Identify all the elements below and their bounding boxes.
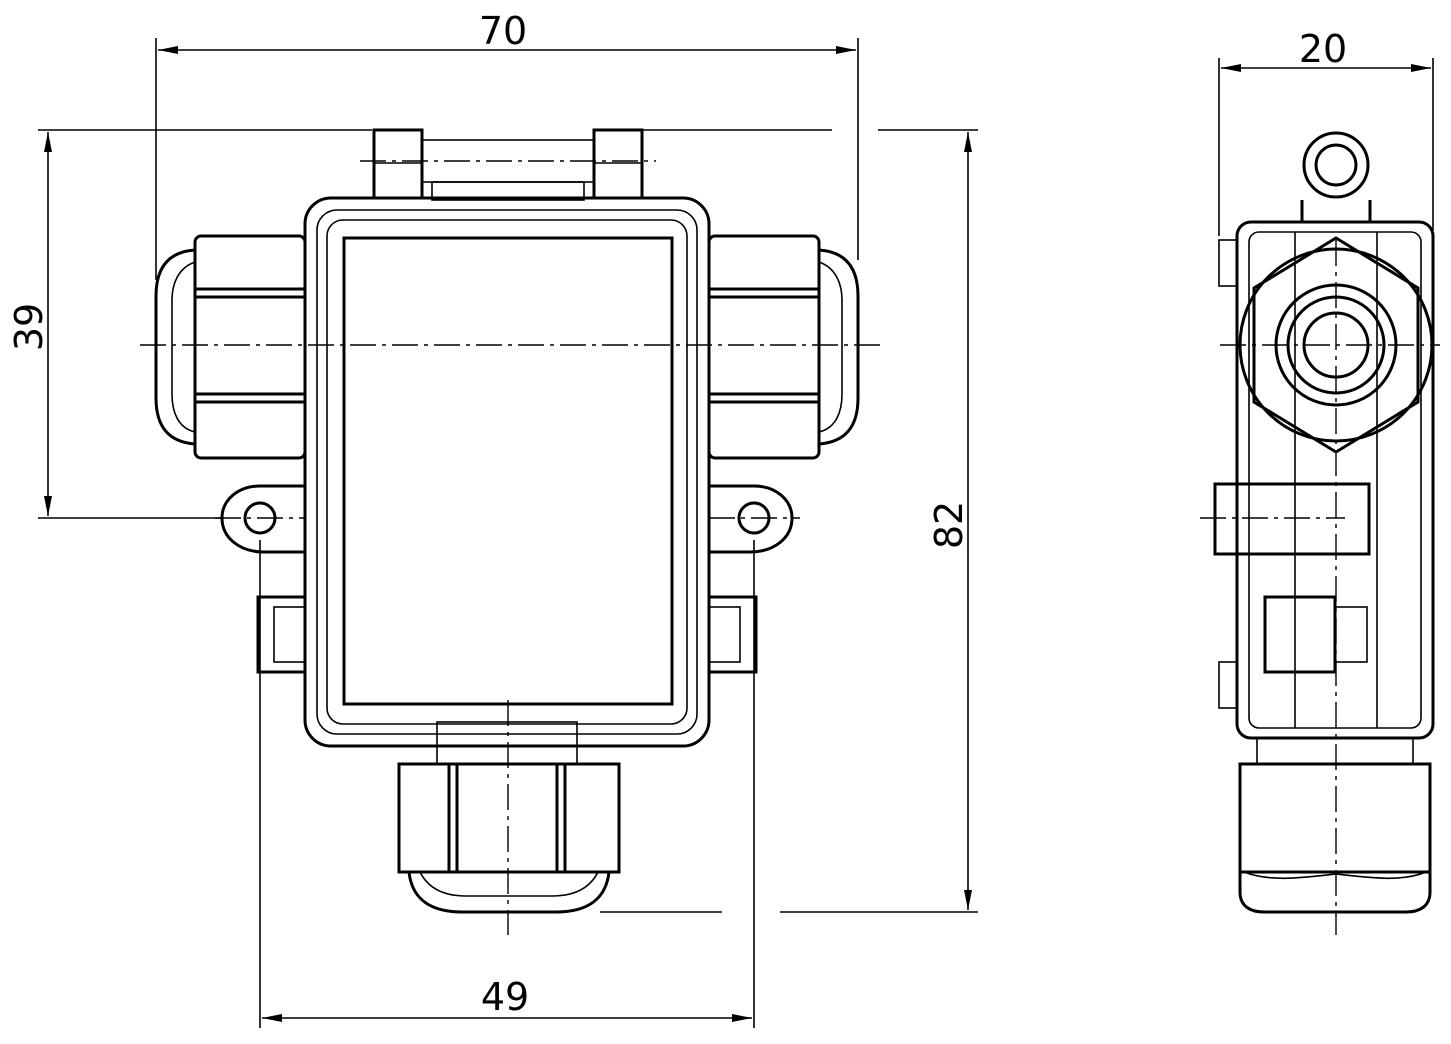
dimension-width-overall: 70: [155, 9, 859, 280]
mounting-ear-left: [220, 484, 305, 554]
right-cable-gland: [707, 234, 860, 460]
top-lug-right: [592, 128, 644, 200]
housing-body: [303, 196, 711, 748]
dimension-depth: 20: [1218, 27, 1434, 236]
dimension-height-mount: 39: [7, 129, 372, 519]
top-bridge: [360, 139, 656, 201]
dimension-label-39: 39: [7, 303, 51, 351]
dimension-label-82: 82: [927, 501, 971, 549]
dimension-height-overall: 82: [600, 129, 978, 913]
left-cable-gland: [154, 234, 307, 460]
dimension-label-49: 49: [481, 975, 529, 1019]
side-view: [1200, 131, 1440, 935]
top-lug-left: [372, 128, 424, 200]
dimension-label-70: 70: [479, 9, 527, 53]
bottom-cable-gland: [397, 721, 621, 914]
mounting-ear-right: [709, 484, 794, 554]
side-clip-right: [707, 595, 758, 674]
side-clip-left: [256, 595, 307, 674]
dimension-hole-spacing: 49: [259, 540, 755, 1028]
dimension-label-20: 20: [1299, 27, 1347, 71]
front-view: [140, 128, 880, 935]
